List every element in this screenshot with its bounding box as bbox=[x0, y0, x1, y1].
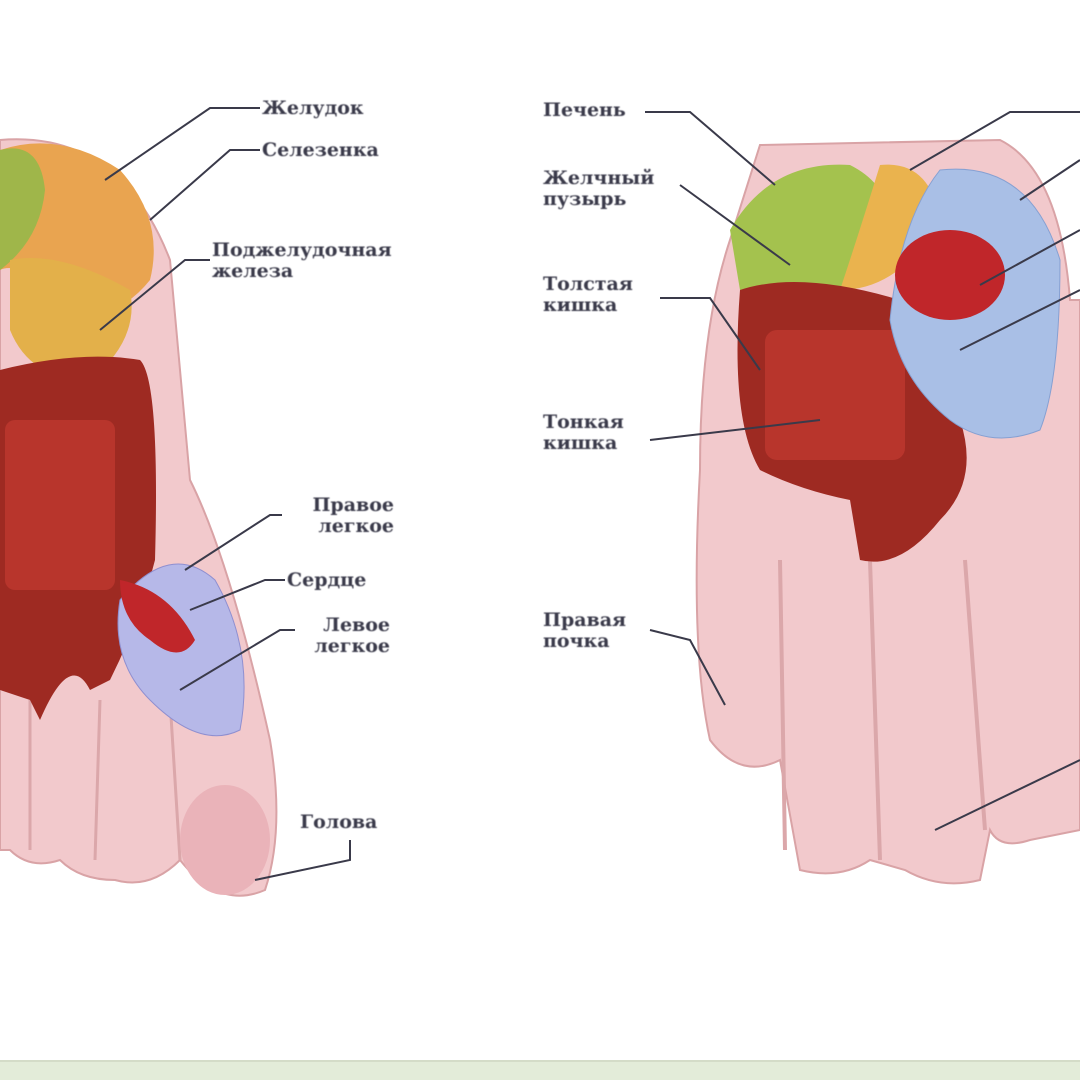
bottom-border bbox=[0, 1060, 1080, 1080]
pancreas-organ bbox=[10, 258, 132, 380]
label-gallbladder: Желчный пузырь bbox=[543, 167, 655, 210]
label-liver: Печень bbox=[543, 99, 626, 121]
label-left-lung: Левое легкое bbox=[314, 614, 390, 657]
heart-organ-right bbox=[895, 230, 1005, 320]
label-stomach: Желудок bbox=[262, 97, 364, 119]
small-intestine-organ-right bbox=[765, 330, 905, 460]
right-hand bbox=[645, 111, 1080, 885]
small-intestine-organ bbox=[5, 420, 115, 590]
left-finger-lines bbox=[28, 699, 182, 861]
leader-lines-left bbox=[99, 107, 351, 881]
gallbladder-organ bbox=[840, 164, 940, 290]
head-zone bbox=[180, 785, 270, 895]
left-hand bbox=[0, 107, 351, 897]
label-large-intestine: Толстая кишка bbox=[543, 273, 633, 316]
leader-lines-right bbox=[645, 111, 1080, 831]
label-small-intestine: Тонкая кишка bbox=[543, 411, 624, 454]
label-right-lung: Правое легкое bbox=[312, 494, 394, 537]
heart-organ bbox=[120, 580, 195, 653]
spleen-organ bbox=[0, 148, 45, 270]
right-finger-lines bbox=[778, 559, 987, 861]
label-spleen: Селезенка bbox=[262, 139, 379, 161]
label-head: Голова bbox=[300, 811, 378, 833]
label-heart: Сердце bbox=[287, 569, 367, 591]
label-right-kidney: Правая почка bbox=[543, 609, 627, 652]
label-pancreas: Поджелудочная железа bbox=[212, 239, 392, 282]
